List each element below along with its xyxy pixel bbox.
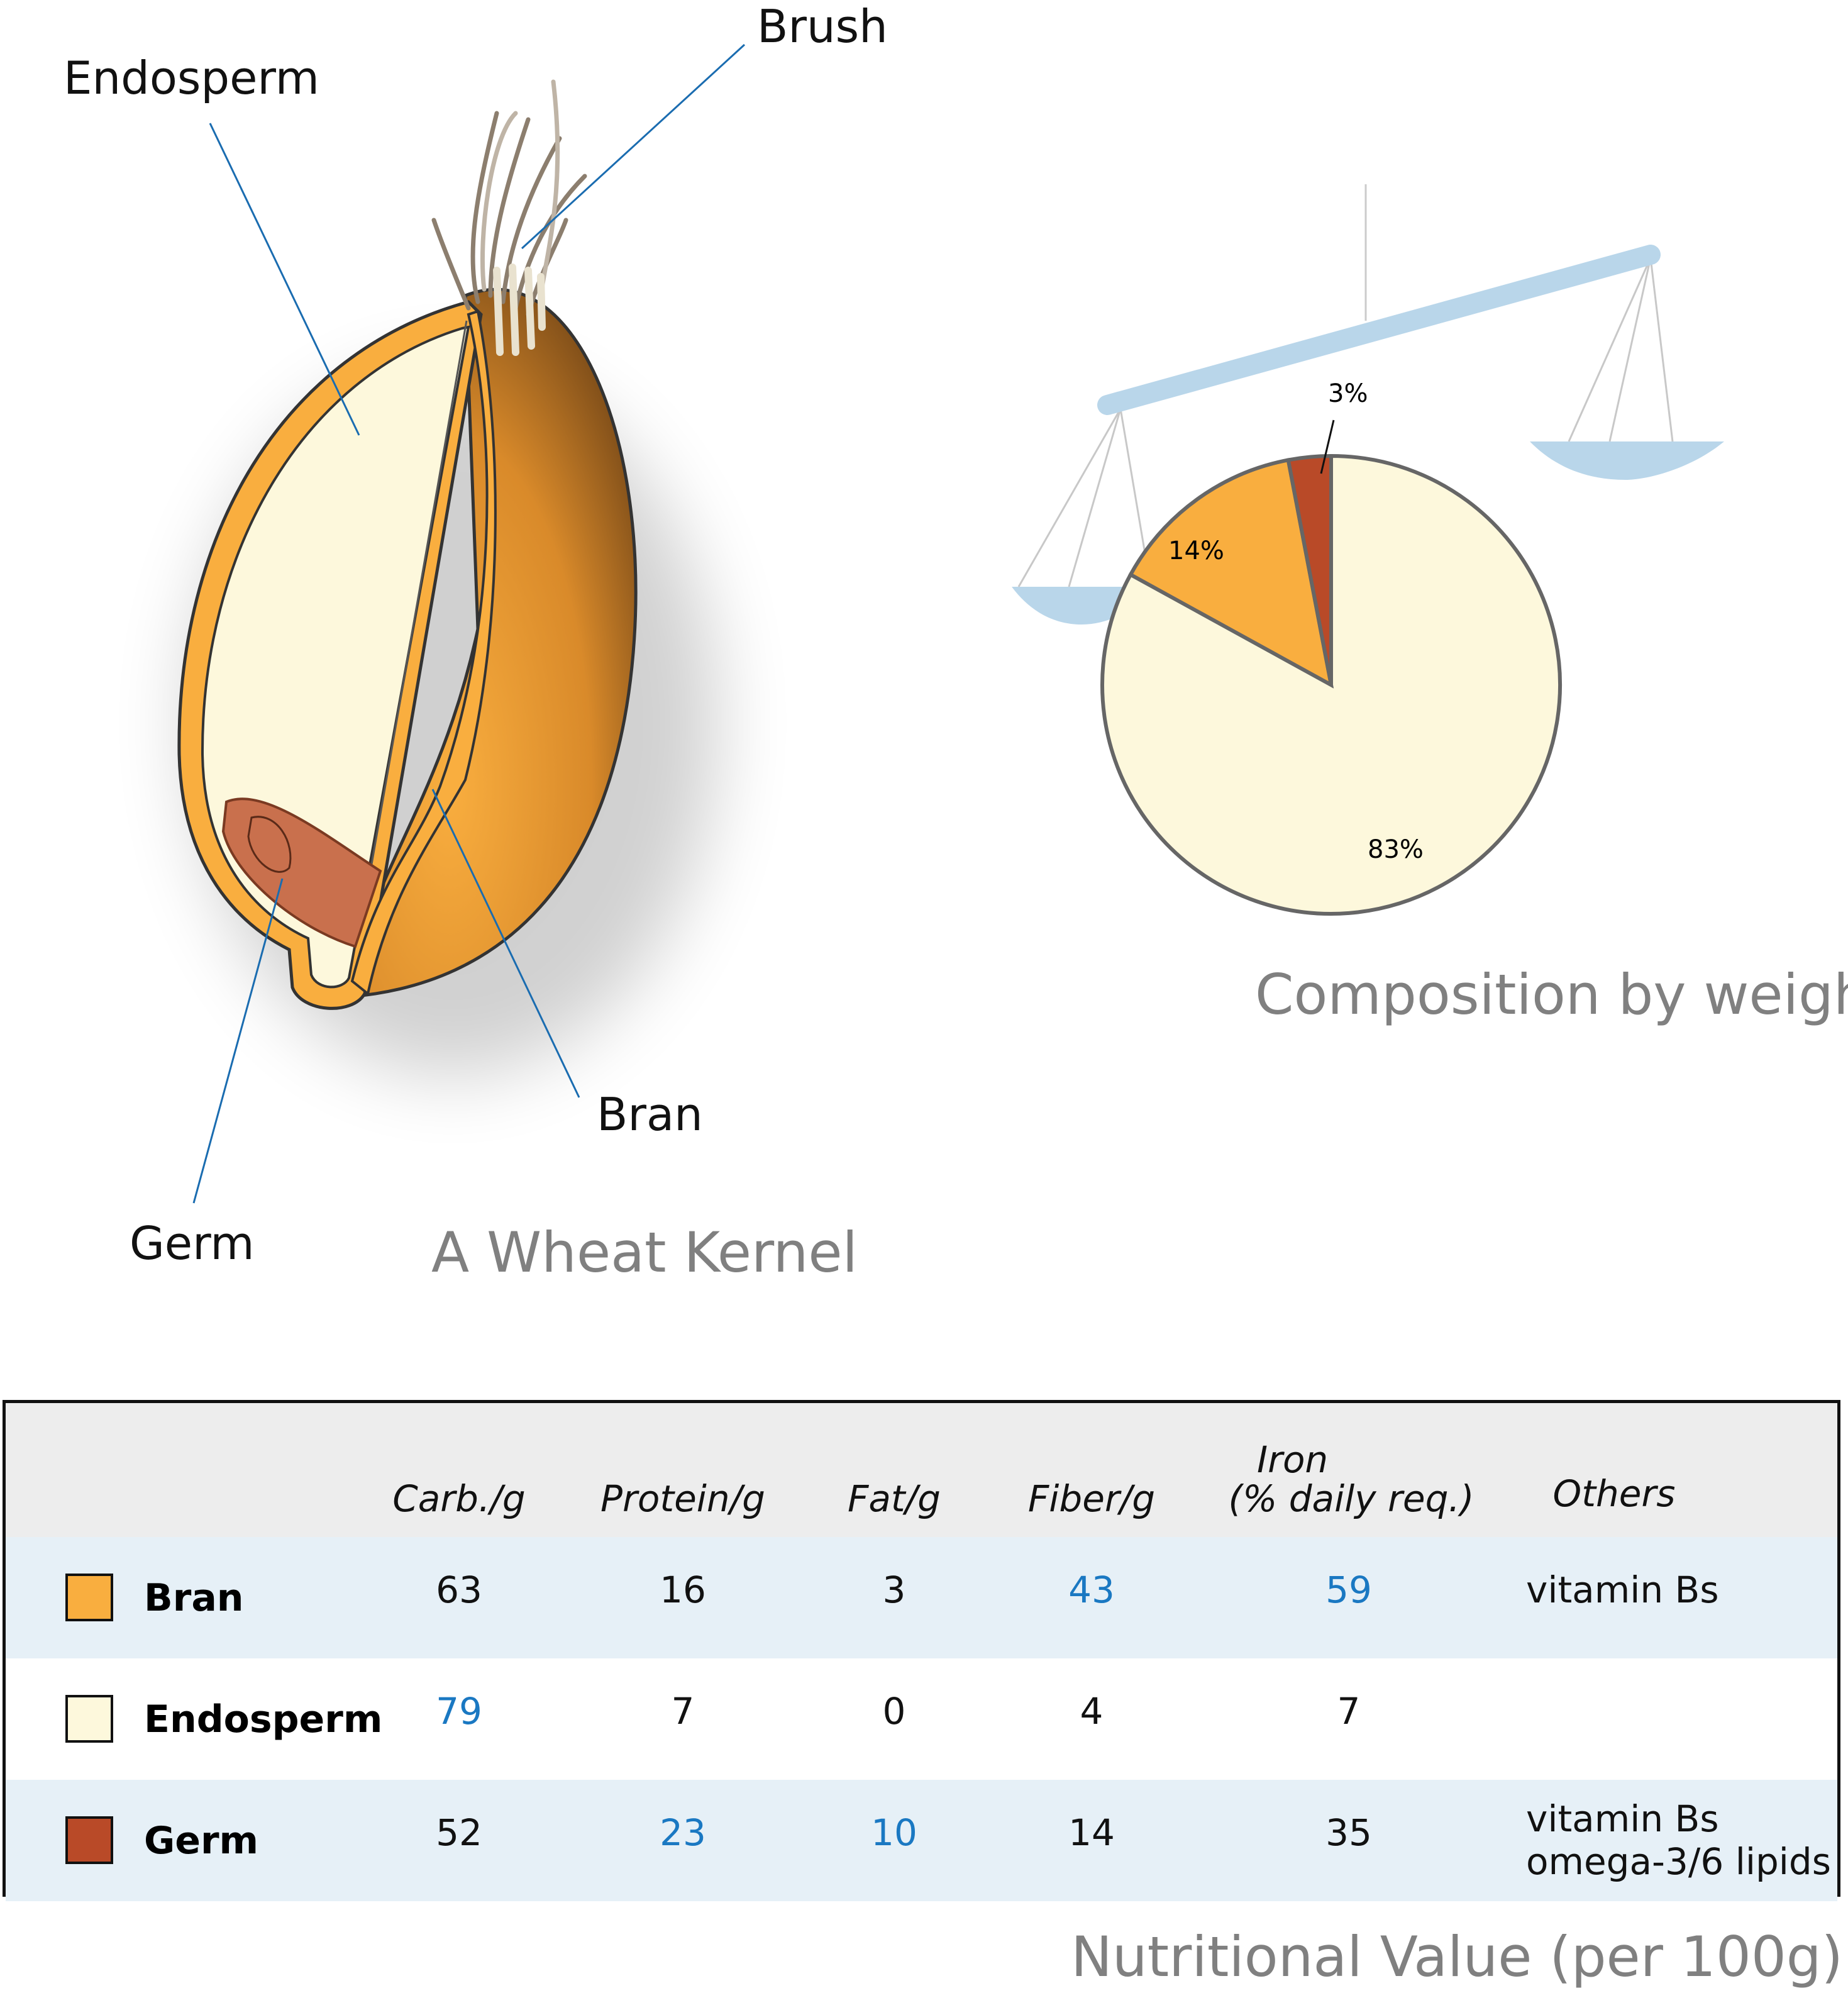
others-line: vitamin Bs	[1526, 1568, 1719, 1611]
kernel-title: A Wheat Kernel	[431, 1220, 858, 1285]
header-carb: Carb./g	[392, 1477, 526, 1520]
kernel-crease-line	[370, 320, 468, 869]
table-cell: 79	[436, 1690, 482, 1733]
table-cell: 52	[436, 1811, 482, 1854]
table-cell: 23	[660, 1811, 706, 1854]
header-fiber: Fiber/g	[1027, 1477, 1156, 1520]
composition-pie-chart	[1100, 453, 1562, 916]
nutrition-table: Carb./g Protein/g Fat/g Fiber/g Iron (% …	[3, 1400, 1840, 1901]
kernel-brush-base	[493, 264, 546, 356]
header-protein: Protein/g	[600, 1477, 765, 1520]
wheat-kernel-drawing	[177, 79, 717, 1075]
others-cell: vitamin Bs	[1526, 1568, 1719, 1611]
table-cell: 0	[882, 1690, 906, 1733]
leader-lines	[192, 43, 746, 1204]
color-swatch	[65, 1574, 113, 1621]
leader-bran	[431, 789, 580, 1098]
table-cell: 43	[1068, 1568, 1115, 1611]
table-cell: 35	[1325, 1811, 1372, 1854]
pie-label-bran: 14%	[1168, 536, 1224, 565]
label-brush: Brush	[757, 0, 888, 53]
table-cell: 7	[671, 1690, 695, 1733]
scale-beam	[1097, 245, 1661, 415]
row-label: Bran	[144, 1576, 244, 1620]
pie-leader-germ	[1320, 419, 1335, 474]
table-cell: 59	[1325, 1568, 1372, 1611]
color-swatch	[65, 1695, 113, 1743]
label-germ: Germ	[130, 1217, 255, 1270]
table-cell: 63	[436, 1568, 482, 1611]
balance-scale	[1012, 184, 1724, 625]
row-label: Germ	[144, 1819, 259, 1863]
composition-title: Composition by weight	[1255, 962, 1848, 1027]
table-cell: 4	[1080, 1690, 1104, 1733]
row-label: Endosperm	[144, 1697, 383, 1741]
label-bran: Bran	[597, 1088, 703, 1141]
table-cell: 14	[1068, 1811, 1115, 1854]
header-iron: Iron	[1257, 1438, 1329, 1481]
header-iron-unit: (% daily req.)	[1228, 1477, 1475, 1520]
scale-pan-right	[1530, 441, 1724, 480]
table-row: Endosperm 79 7 0 4 7	[6, 1658, 1837, 1780]
pie-slice-bran	[1127, 457, 1334, 689]
illustration	[177, 43, 1724, 1204]
table-cell: 7	[1337, 1690, 1361, 1733]
leader-brush	[521, 43, 746, 250]
leader-endosperm	[209, 123, 360, 436]
others-line: vitamin Bs	[1526, 1797, 1719, 1840]
table-cell: 3	[882, 1568, 906, 1611]
pie-slice-germ	[1286, 453, 1333, 686]
leader-germ	[192, 878, 284, 1204]
table-title: Nutritional Value (per 100g)	[1071, 1924, 1843, 1989]
table-cell: 10	[871, 1811, 917, 1854]
pie-label-endosperm: 83%	[1368, 835, 1424, 864]
table-header: Carb./g Protein/g Fat/g Fiber/g Iron (% …	[6, 1403, 1837, 1541]
kernel-germ-detail	[247, 816, 292, 873]
color-swatch	[65, 1816, 113, 1864]
header-fat: Fat/g	[847, 1477, 941, 1520]
kernel-cut-face	[350, 309, 497, 996]
pie-label-germ: 3%	[1328, 379, 1368, 408]
kernel-germ	[221, 797, 382, 948]
kernel-bran-outer	[347, 287, 638, 999]
header-others: Others	[1552, 1472, 1676, 1515]
others-line: omega-3/6 lipids	[1526, 1840, 1831, 1883]
table-cell: 16	[660, 1568, 706, 1611]
table-row: Bran 63 16 3 43 59 vitamin Bs	[6, 1537, 1837, 1658]
label-endosperm: Endosperm	[64, 52, 319, 104]
